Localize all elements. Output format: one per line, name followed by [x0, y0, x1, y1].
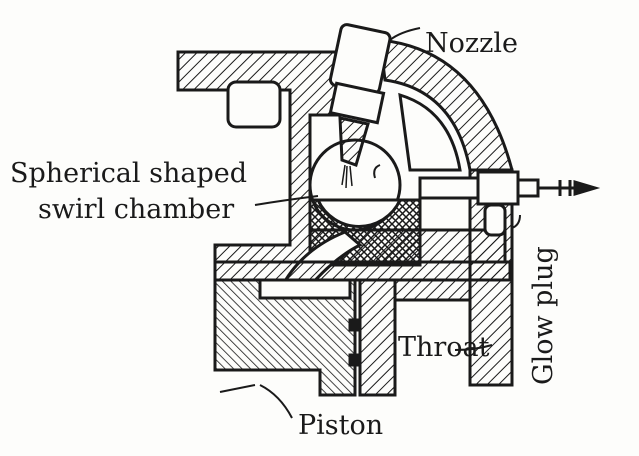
- piston-label: Piston: [298, 410, 384, 441]
- swirl-chamber-label-line1: Spherical shaped: [10, 158, 248, 189]
- nozzle-label: Nozzle: [425, 28, 518, 59]
- swirl-chamber-label-line2: swirl chamber: [38, 194, 235, 225]
- nozzle-body: [328, 23, 392, 189]
- glow-plug-label: Glow plug: [528, 246, 559, 385]
- throat-label: Throat: [398, 332, 490, 363]
- glow-plug-body: [418, 170, 601, 206]
- piston: [213, 278, 357, 397]
- cylinder-liner: [358, 278, 397, 397]
